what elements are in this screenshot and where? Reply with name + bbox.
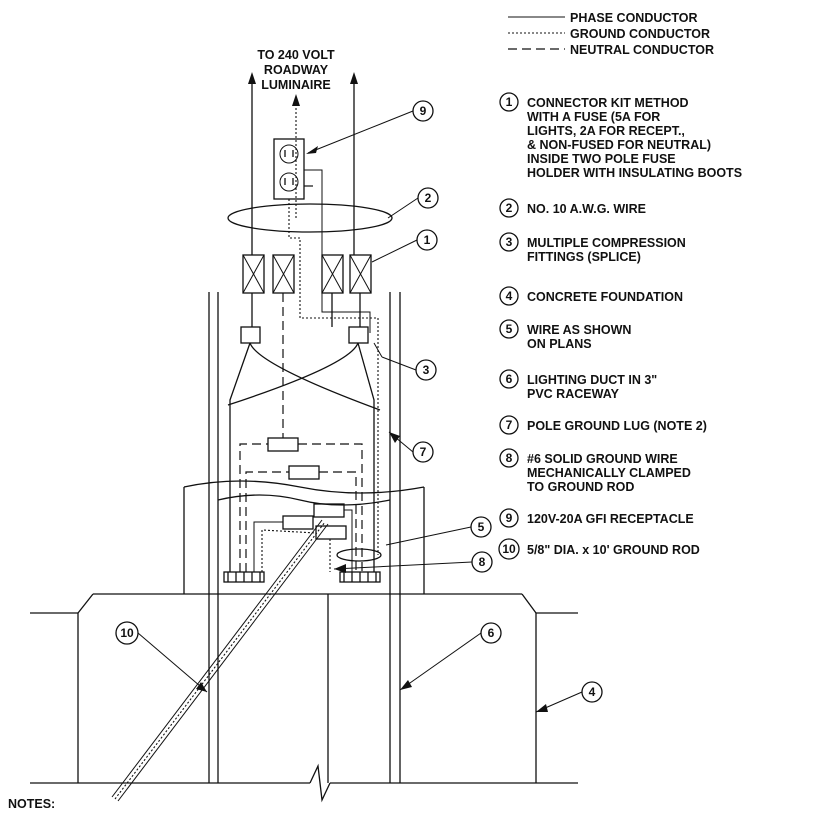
list-item-num: 6 — [506, 372, 513, 386]
list-item-num: 1 — [506, 95, 513, 109]
legend: PHASE CONDUCTOR GROUND CONDUCTOR NEUTRAL… — [508, 11, 714, 57]
pole — [183, 292, 425, 783]
arrow-up-icon — [350, 72, 358, 84]
arrow-up-icon — [292, 94, 300, 106]
callout-6-num: 6 — [488, 626, 495, 640]
fuse-holder-left — [242, 254, 295, 294]
top-label-line-2: ROADWAY — [264, 63, 329, 77]
list-item-text: ON PLANS — [527, 337, 592, 351]
callout-3-num: 3 — [423, 363, 430, 377]
ground-rod — [111, 519, 329, 802]
list-item-text: 5/8" DIA. x 10' GROUND ROD — [527, 543, 700, 557]
list-item-text: POLE GROUND LUG (NOTE 2) — [527, 419, 707, 433]
fuse-holder-right — [321, 254, 372, 294]
callout-2 — [417, 187, 439, 209]
fuse-holders — [242, 254, 372, 294]
item-list: 1 CONNECTOR KIT METHOD WITH A FUSE (5A F… — [498, 92, 742, 560]
list-item: 4 CONCRETE FOUNDATION — [499, 286, 683, 306]
callout-8 — [471, 551, 493, 573]
list-item-num: 7 — [506, 418, 513, 432]
list-item: 6 LIGHTING DUCT IN 3" PVC RACEWAY — [499, 369, 657, 401]
callout-6 — [480, 622, 502, 644]
legend-phase: PHASE CONDUCTOR — [570, 11, 698, 25]
list-item-text: & NON-FUSED FOR NEUTRAL) — [527, 138, 711, 152]
callout-9 — [412, 100, 434, 122]
list-item-text: MECHANICALLY CLAMPED — [527, 466, 691, 480]
callout-1-num: 1 — [424, 233, 431, 247]
callout-10 — [115, 621, 139, 645]
list-item-num: 4 — [506, 289, 513, 303]
list-item: 7 POLE GROUND LUG (NOTE 2) — [499, 415, 707, 435]
top-label-line-3: LUMINAIRE — [261, 78, 330, 92]
list-item-text: TO GROUND ROD — [527, 480, 634, 494]
list-item-text: 120V-20A GFI RECEPTACLE — [527, 512, 694, 526]
list-item: 1 CONNECTOR KIT METHOD WITH A FUSE (5A F… — [499, 92, 742, 180]
list-item-text: NO. 10 A.W.G. WIRE — [527, 202, 646, 216]
list-item-text: FITTINGS (SPLICE) — [527, 250, 641, 264]
list-item: 5 WIRE AS SHOWN ON PLANS — [499, 319, 631, 351]
list-item-text: CONCRETE FOUNDATION — [527, 290, 683, 304]
list-item-num: 10 — [502, 542, 516, 556]
list-item-num: 9 — [506, 511, 513, 525]
list-item-text: CONNECTOR KIT METHOD — [527, 96, 689, 110]
callout-leaders — [137, 110, 583, 713]
legend-neutral: NEUTRAL CONDUCTOR — [570, 43, 714, 57]
callout-4 — [581, 681, 603, 703]
callout-9-num: 9 — [420, 104, 427, 118]
list-item: 2 NO. 10 A.W.G. WIRE — [499, 198, 646, 218]
legend-ground: GROUND CONDUCTOR — [570, 27, 710, 41]
list-item-text: MULTIPLE COMPRESSION — [527, 236, 686, 250]
list-item-text: PVC RACEWAY — [527, 387, 620, 401]
callout-3 — [415, 359, 437, 381]
arrow-up-icon — [248, 72, 256, 84]
list-item-text: HOLDER WITH INSULATING BOOTS — [527, 166, 742, 180]
list-item-num: 5 — [506, 322, 513, 336]
list-item-text: WITH A FUSE (5A FOR — [527, 110, 660, 124]
list-item: 8 #6 SOLID GROUND WIRE MECHANICALLY CLAM… — [499, 448, 691, 494]
concrete-foundation — [30, 593, 578, 803]
internal-wiring — [227, 342, 382, 572]
luminaire-leads — [248, 72, 358, 255]
list-item-num: 3 — [506, 235, 513, 249]
callout-5-num: 5 — [478, 520, 485, 534]
callout-bubbles: 9 2 1 3 7 5 8 6 4 10 — [115, 100, 603, 703]
callout-8-num: 8 — [479, 555, 486, 569]
list-item-text: LIGHTS, 2A FOR RECEPT., — [527, 124, 685, 138]
list-item-text: WIRE AS SHOWN — [527, 323, 631, 337]
list-item-text: #6 SOLID GROUND WIRE — [527, 452, 678, 466]
callout-2-num: 2 — [425, 191, 432, 205]
list-item: 10 5/8" DIA. x 10' GROUND ROD — [498, 538, 700, 560]
callout-1 — [416, 229, 438, 251]
callout-7-num: 7 — [420, 445, 427, 459]
list-item-num: 8 — [506, 451, 513, 465]
list-item: 9 120V-20A GFI RECEPTACLE — [499, 508, 694, 528]
top-label: TO 240 VOLT ROADWAY LUMINAIRE — [257, 48, 335, 92]
splice-fittings — [240, 293, 369, 438]
base-plates — [223, 571, 381, 583]
list-item-text: LIGHTING DUCT IN 3" — [527, 373, 657, 387]
list-item: 3 MULTIPLE COMPRESSION FITTINGS (SPLICE) — [499, 232, 686, 264]
notes-label: NOTES: — [8, 797, 55, 811]
callout-4-num: 4 — [589, 685, 596, 699]
list-item-num: 2 — [506, 201, 513, 215]
callout-10-num: 10 — [120, 626, 134, 640]
wire-bundle-ellipse — [227, 203, 393, 233]
list-item-text: INSIDE TWO POLE FUSE — [527, 152, 676, 166]
callout-7 — [412, 441, 434, 463]
top-label-line-1: TO 240 VOLT — [257, 48, 335, 62]
callout-5 — [470, 516, 492, 538]
